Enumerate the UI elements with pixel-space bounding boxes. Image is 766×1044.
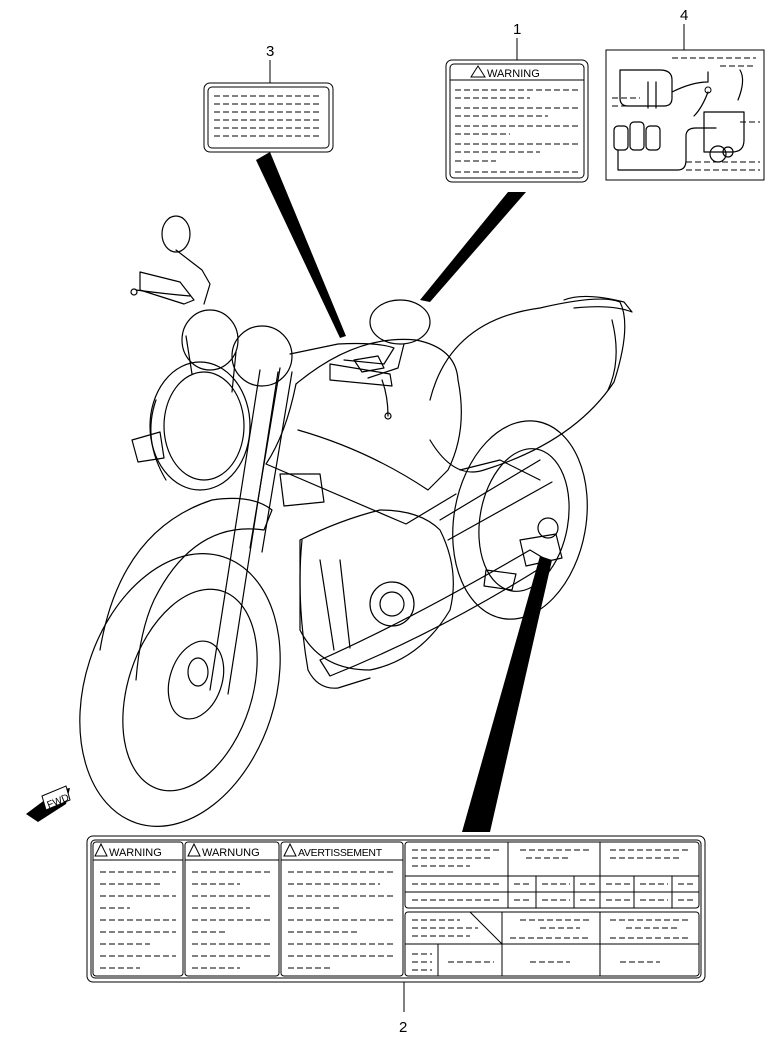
warning-triangle-icon	[470, 65, 486, 78]
label-1: 1 WARNING	[445, 21, 589, 183]
fwd-arrow-icon: FWD	[26, 785, 71, 822]
warning-triangle-icon	[187, 842, 201, 857]
motorcycle-drawing	[79, 215, 633, 827]
callout-4: 4	[680, 7, 688, 24]
label-1-warning-title: WARNING	[487, 68, 540, 80]
leader-1	[420, 192, 526, 302]
callout-3: 3	[266, 43, 274, 60]
label-2-warning-fr: AVERTISSEMENT	[298, 847, 383, 859]
callout-2: 2	[399, 1019, 407, 1036]
warning-triangle-icon	[283, 842, 297, 857]
label-3: 3	[203, 43, 334, 153]
label-4: 4	[605, 7, 765, 181]
label-2: WARNING WARNUNG AVERTISSEMENT	[86, 835, 706, 983]
warning-triangle-icon	[94, 842, 108, 857]
leader-2	[462, 556, 552, 832]
leader-3	[256, 152, 346, 338]
callout-1: 1	[513, 21, 521, 38]
label-2-warning-en: WARNING	[109, 847, 162, 859]
label-2-warning-de: WARNUNG	[202, 847, 260, 859]
